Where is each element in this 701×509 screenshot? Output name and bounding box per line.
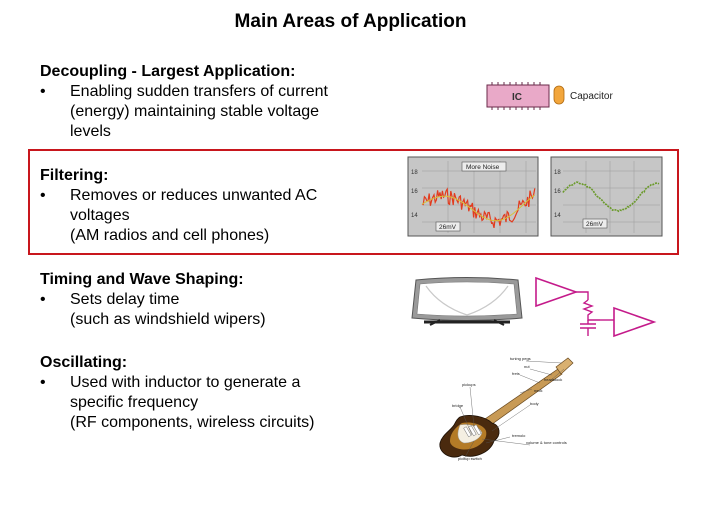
ic-label: IC [512,92,522,103]
guitar-label: pickups [462,382,476,387]
bullet-glyph: • [40,291,46,308]
amplifier-1 [535,276,579,308]
filtering-highlight-box [28,149,679,255]
bullet-glyph: • [40,187,46,204]
capacitor-label: Capacitor [570,91,613,102]
wire-1 [576,291,589,300]
guitar-label: tuning pegs [510,356,531,361]
guitar-label: body [530,401,539,406]
section-oscillating: Oscillating: • Used with inductor to gen… [40,353,400,433]
scale-label-right: 26mV [586,221,604,228]
scale-label-box-left [435,221,461,232]
bullet-text: specific frequency [70,394,199,411]
bullet-text: Enabling sudden transfers of current [70,83,328,100]
bullet-text: (RF components, wireless circuits) [70,414,315,431]
guitar-pickups [463,424,482,438]
section-heading: Decoupling - Largest Application: [40,63,296,80]
capacitor-symbol-icon [580,320,596,336]
bullet-text: Removes or reduces unwanted AC [70,187,318,204]
y-tick: 14 [554,213,561,219]
bullet-text: levels [70,123,111,140]
wiper-sweep-left [425,285,468,316]
filter-oscilloscope-figure: 18 16 14 More Noise 26mV 18 16 14 26mV [407,156,663,237]
guitar-label: pickup switch [458,456,482,461]
guitar-label: neck [534,388,542,393]
bullet-text: Used with inductor to generate a [70,374,301,391]
guitar-headstock [555,357,574,375]
section-filtering: Filtering: • Removes or reduces unwanted… [40,166,400,246]
bullet-glyph: • [40,374,46,391]
noisy-signal-baseline [421,194,536,222]
section-heading: Timing and Wave Shaping: [40,271,244,288]
section-heading: Oscillating: [40,354,128,371]
y-tick: 16 [554,189,561,195]
scale-label-box-right [582,218,608,229]
guitar-label: frets [512,371,520,376]
scale-label-left: 26mV [439,224,457,231]
noise-label-box [461,161,507,172]
guitar-figure: tuning pegs nut frets headstock pickups … [439,356,574,461]
bullet-text: (energy) maintaining stable voltage [70,103,320,120]
bullet-glyph: • [40,83,46,100]
y-tick: 18 [554,170,561,176]
section-heading: Filtering: [40,167,109,184]
wiper-base [429,319,505,326]
scope-grid-right [563,161,660,233]
guitar-label: headstock [544,377,562,382]
capacitor-shape [553,85,565,105]
windshield-wiper-figure [411,277,523,326]
ic-capacitor-figure: IC Capacitor [486,82,613,110]
bullet-text: voltages [70,207,130,224]
windshield-glass [416,281,518,317]
clean-signal-trace [562,181,660,213]
rc-circuit-figure [535,276,657,338]
guitar-label: nut [524,364,530,369]
guitar-label: tremolo [512,433,526,438]
ic-chip [486,84,550,108]
y-tick: 18 [411,170,418,176]
wiper-sweep-right [466,285,509,316]
section-decoupling: Decoupling - Largest Application: • Enab… [40,62,400,142]
bullet-item: • Used with inductor to generate a speci… [40,373,400,433]
bullet-item: • Removes or reduces unwanted AC voltage… [40,186,400,246]
bullet-text: (such as windshield wipers) [70,311,266,328]
guitar-label: volume & tone controls [526,440,567,445]
bullet-item: • Enabling sudden transfers of current (… [40,82,400,142]
guitar-label: bridge [452,403,464,408]
label-lines [459,360,565,460]
y-tick: 16 [411,189,418,195]
amplifier-2 [613,306,657,338]
section-timing: Timing and Wave Shaping: • Sets delay ti… [40,270,400,330]
resistor-icon [582,299,600,321]
bullet-item: • Sets delay time (such as windshield wi… [40,290,400,330]
noise-label: More Noise [466,164,500,171]
bullet-text: Sets delay time [70,291,180,308]
y-tick: 14 [411,213,418,219]
slide-title: Main Areas of Application [234,11,467,32]
bullet-text: (AM radios and cell phones) [70,227,270,244]
